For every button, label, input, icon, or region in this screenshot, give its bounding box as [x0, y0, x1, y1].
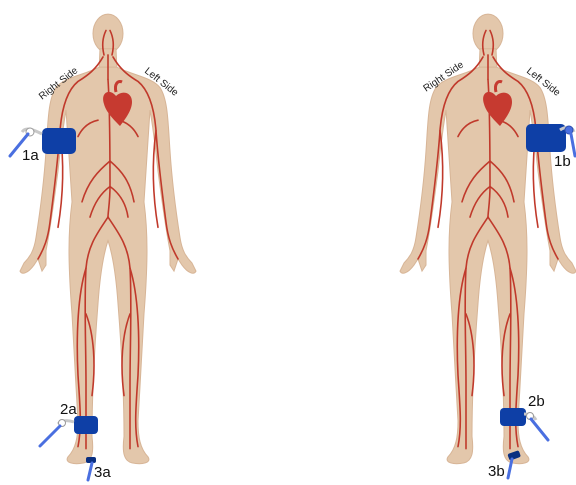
position-label-3b: 3b — [488, 463, 505, 480]
cuff-1a — [10, 128, 76, 156]
figure-a: Right Side Left Side 1a 2a 3a — [10, 14, 196, 481]
position-label-1b: 1b — [554, 153, 571, 170]
position-label-3a: 3a — [94, 464, 111, 481]
position-label-2a: 2a — [60, 401, 77, 418]
position-label-1a: 1a — [22, 147, 39, 164]
position-label-2b: 2b — [528, 393, 545, 410]
cuff-1b — [526, 124, 575, 156]
figure-b: Right Side Left Side 1b 2b 3b — [400, 14, 576, 480]
